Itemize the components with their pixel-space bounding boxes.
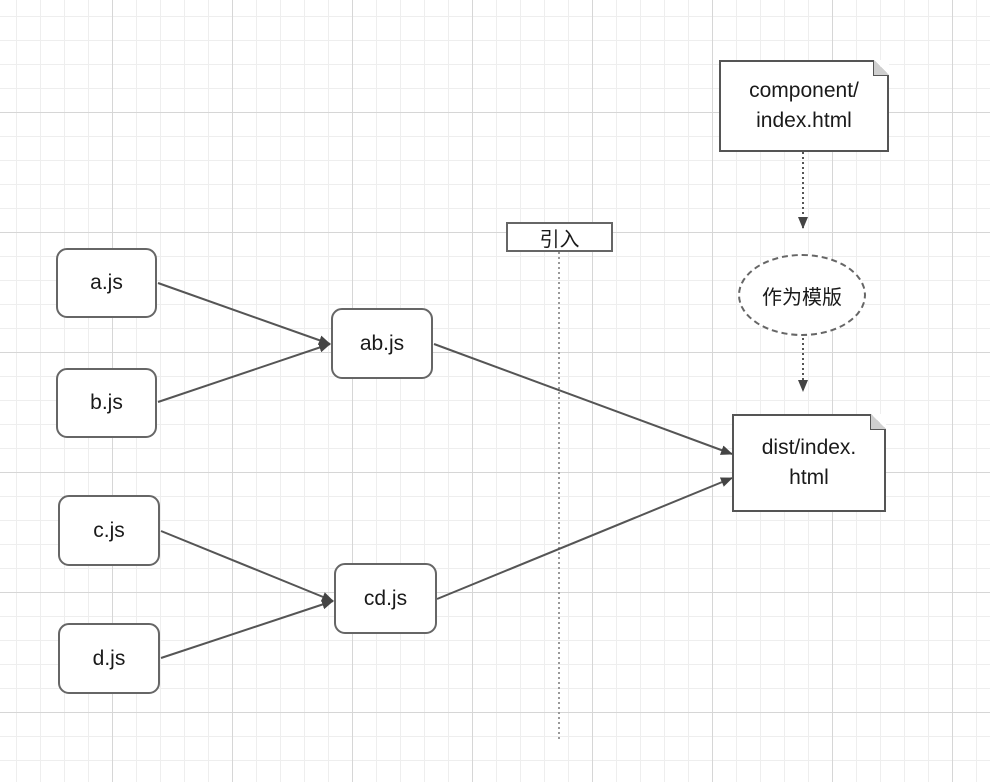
edge-a-to-ab [157, 282, 331, 346]
node-b-js[interactable]: b.js [56, 368, 157, 438]
edge-c-to-cd [160, 530, 334, 602]
doc-label: component/ index.html [749, 79, 859, 132]
template-ellipse[interactable]: 作为模版 [738, 254, 866, 336]
node-label: c.js [93, 518, 125, 542]
lifeline-header-import[interactable]: 引入 [506, 222, 613, 252]
folded-corner-icon [873, 60, 889, 76]
node-label: d.js [92, 646, 126, 670]
doc-dist-index-html[interactable]: dist/index. html [732, 414, 886, 512]
node-ab-js[interactable]: ab.js [331, 308, 433, 379]
node-label: cd.js [363, 586, 408, 610]
doc-component-index-html[interactable]: component/ index.html [719, 60, 889, 152]
edge-d-to-cd [160, 599, 334, 659]
node-label: b.js [90, 391, 123, 414]
node-a-js[interactable]: a.js [56, 248, 157, 318]
edge-ab-to-dist [433, 343, 733, 455]
edge-b-to-ab [157, 342, 331, 403]
node-label: ab.js [359, 331, 405, 355]
edge-cd-to-dist [436, 477, 733, 600]
node-c-js[interactable]: c.js [58, 495, 160, 566]
folded-corner-icon [870, 414, 886, 430]
node-label: a.js [90, 271, 123, 294]
doc-label: dist/index. html [761, 436, 857, 489]
template-label: 作为模版 [762, 286, 842, 309]
lifeline-label: 引入 [539, 228, 580, 251]
node-d-js[interactable]: d.js [58, 623, 160, 694]
node-cd-js[interactable]: cd.js [334, 563, 437, 634]
